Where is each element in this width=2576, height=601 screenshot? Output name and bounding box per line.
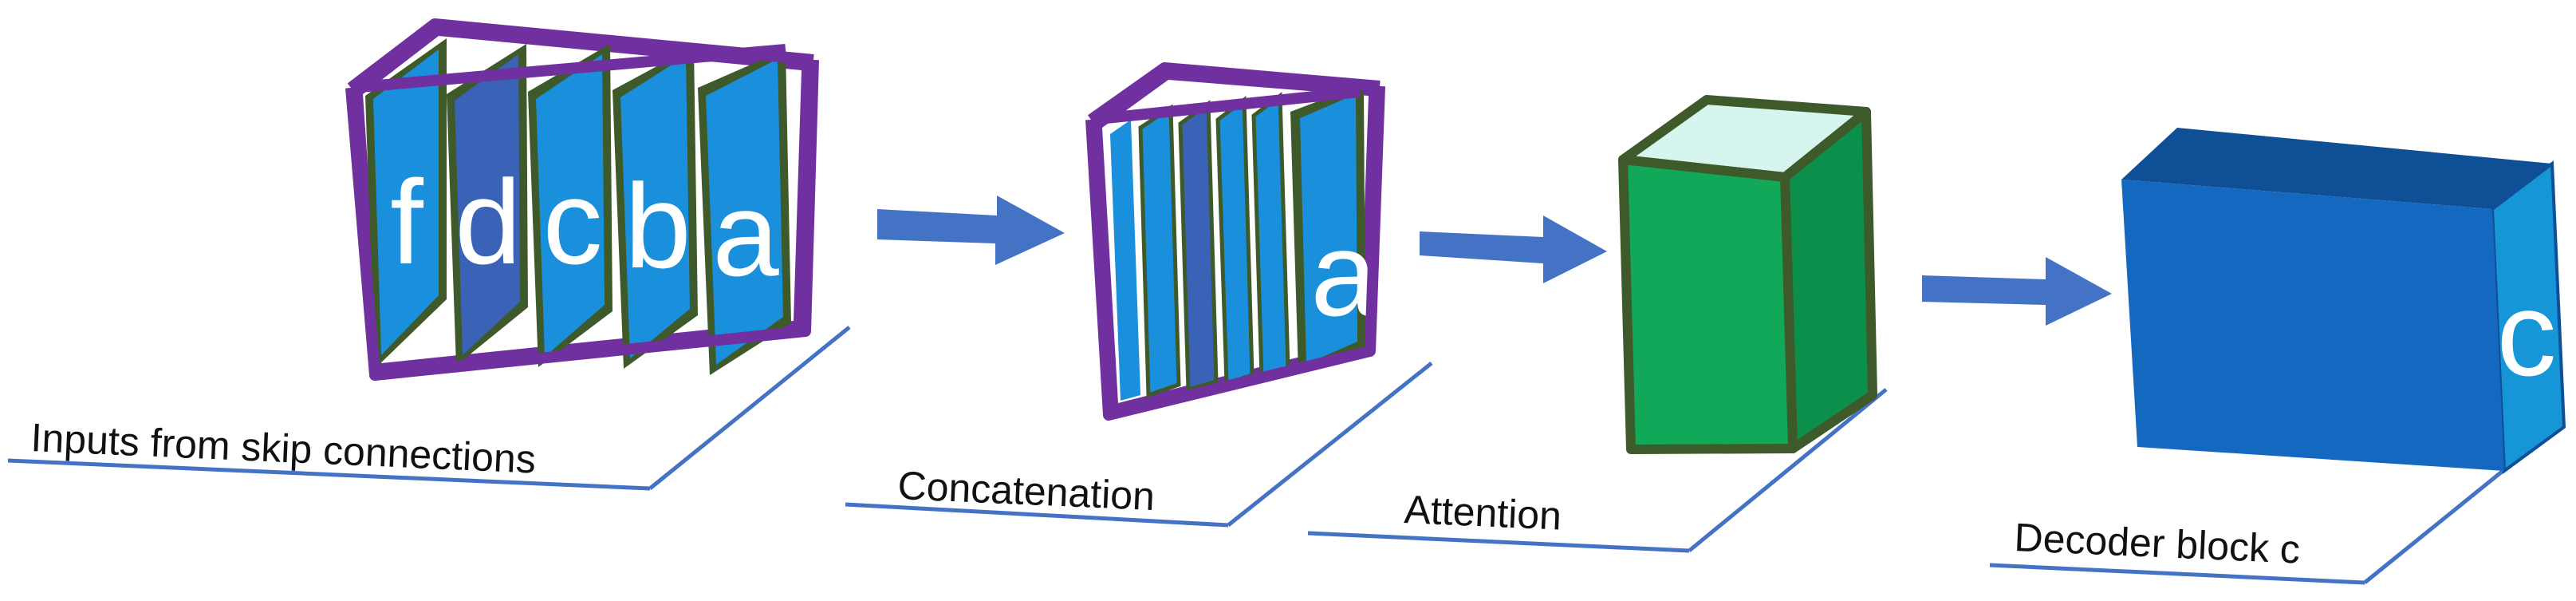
decoder-caption: Decoder block c [2014, 515, 2302, 572]
slice-f: f [365, 38, 447, 369]
attention-cuboid [1618, 95, 1877, 454]
attention-stage: Attention [1307, 95, 1888, 553]
arrow-3 [1922, 257, 2112, 326]
slice-letter-a: a [712, 167, 779, 301]
arrow-2 [1420, 215, 1607, 283]
slice-c: c [528, 44, 612, 367]
slice-letter-b: b [624, 159, 691, 293]
slice-letter-d: d [455, 155, 521, 289]
concatenation-slices [1110, 84, 1365, 401]
decoder-cuboid [2121, 128, 2566, 474]
inputs-stage: Inputs from skip connections f d c b [7, 18, 851, 491]
slice-letter-f: f [390, 155, 423, 289]
inputs-platform [7, 326, 851, 491]
slice-b: b [612, 46, 698, 369]
slice-a: a [698, 49, 791, 375]
decoder-top [2121, 128, 2552, 209]
concatenation-stage: Concatenation a [845, 62, 1433, 528]
slice-d: d [447, 44, 528, 366]
decoder-block-letter: c [2497, 267, 2557, 401]
concatenation-frame-front [1085, 62, 1385, 421]
slice-letter-c: c [543, 155, 603, 289]
attention-caption: Attention [1404, 487, 1563, 539]
attention-front [1618, 155, 1798, 454]
decoder-stage: Decoder block c c [1989, 128, 2566, 585]
concatenation-platform [845, 362, 1433, 528]
attention-side [1780, 107, 1877, 453]
arrow-1 [877, 196, 1065, 265]
attention-platform [1307, 388, 1888, 553]
inputs-frame-front [345, 18, 819, 381]
decoder-side [2490, 160, 2566, 474]
decoder-front [2121, 180, 2504, 471]
